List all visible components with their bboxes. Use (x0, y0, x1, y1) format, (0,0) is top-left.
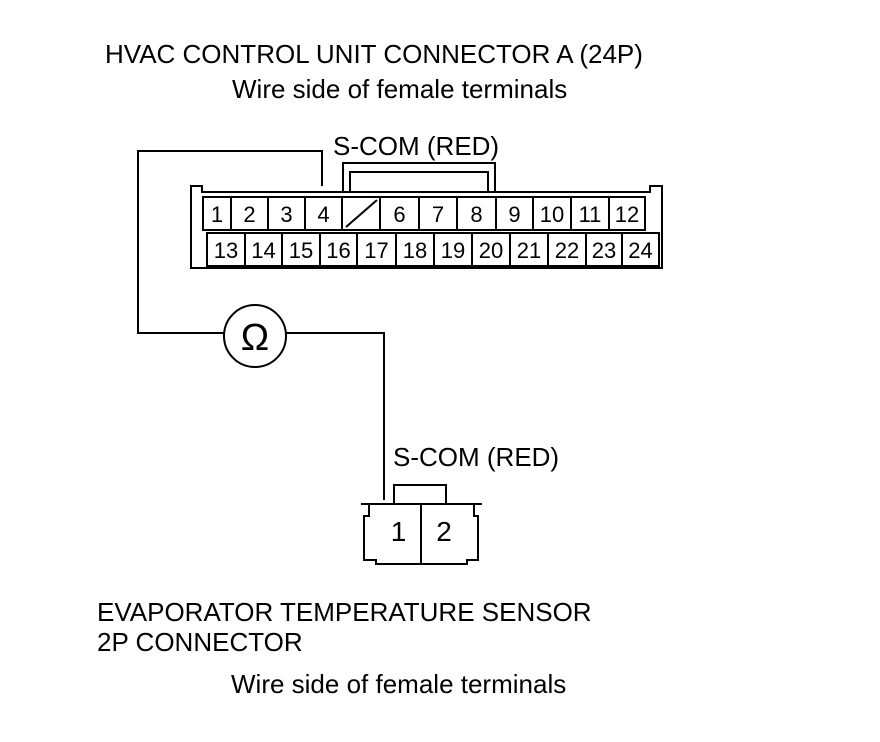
empty-cavity-slash (345, 199, 378, 228)
short-connector-top (342, 162, 496, 192)
top-pin-20: 20 (479, 238, 503, 263)
top-pin-17: 17 (364, 238, 388, 263)
top-pin-16: 16 (326, 238, 350, 263)
top-connector-cavity-grid (202, 196, 660, 267)
top-pin-2: 2 (243, 202, 255, 227)
top-connector-body (190, 185, 663, 269)
top-pin-12: 12 (615, 202, 639, 227)
top-pin-3: 3 (280, 202, 292, 227)
top-connector-subtitle: Wire side of female terminals (232, 74, 568, 104)
bottom-connector-subtitle: Wire side of female terminals (231, 669, 567, 699)
top-pin-7: 7 (432, 202, 444, 227)
top-connector-title: HVAC CONTROL UNIT CONNECTOR A (24P) (105, 39, 643, 69)
bottom-pin-1: 1 (391, 516, 407, 547)
top-pin-14: 14 (251, 238, 275, 263)
bottom-pin-2: 2 (436, 516, 452, 547)
top-pin-6: 6 (393, 202, 405, 227)
top-pin-8: 8 (470, 202, 482, 227)
ohm-symbol: Ω (241, 317, 269, 359)
wire-to-sensor-terminal-1 (286, 332, 385, 500)
top-pin-24: 24 (628, 238, 652, 263)
top-pin-21: 21 (517, 238, 541, 263)
top-pin-18: 18 (403, 238, 427, 263)
ohmmeter-icon (223, 304, 287, 368)
top-pin-11: 11 (579, 202, 602, 227)
bottom-connector-title-line1: EVAPORATOR TEMPERATURE SENSOR (97, 597, 592, 627)
top-pin-19: 19 (441, 238, 465, 263)
top-pin-22: 22 (555, 238, 579, 263)
top-pin-23: 23 (592, 238, 616, 263)
top-pin-15: 15 (289, 238, 313, 263)
top-pin-4: 4 (317, 202, 329, 227)
top-pin-10: 10 (540, 202, 564, 227)
top-pin-1: 1 (211, 202, 223, 227)
bottom-probe-label: S-COM (RED) (393, 442, 560, 472)
top-probe-label: S-COM (RED) (333, 131, 500, 161)
bottom-connector-title-line2: 2P CONNECTOR (97, 627, 303, 657)
top-pin-13: 13 (214, 238, 238, 263)
top-pin-9: 9 (508, 202, 520, 227)
short-connector-bottom (393, 484, 447, 504)
wire-to-terminal-4 (137, 150, 323, 334)
